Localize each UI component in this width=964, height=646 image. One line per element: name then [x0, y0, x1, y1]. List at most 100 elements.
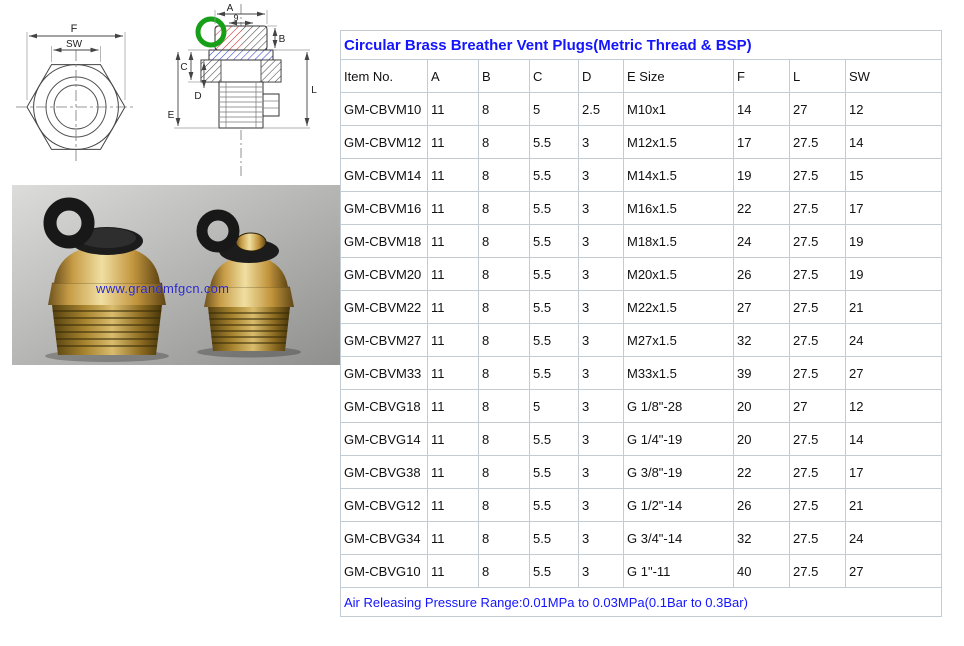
spec-cell: 27.5 [789, 521, 846, 555]
left-plug-rubber-loop [43, 197, 95, 249]
product-photo-svg [12, 185, 342, 365]
spec-cell: 11 [427, 158, 479, 192]
spec-cell: G 1"-11 [623, 554, 734, 588]
technical-drawing-svg: F SW [16, 3, 317, 178]
dim-label-b: B [279, 34, 286, 45]
column-header: F [733, 59, 790, 93]
spec-cell: 3 [578, 389, 624, 423]
spec-cell: 40 [733, 554, 790, 588]
spec-cell: 8 [478, 290, 530, 324]
spec-cell: 8 [478, 488, 530, 522]
spec-cell: 5.5 [529, 125, 579, 159]
spec-cell: M27x1.5 [623, 323, 734, 357]
column-header: L [789, 59, 846, 93]
spec-cell: M10x1 [623, 92, 734, 126]
spec-cell: 3 [578, 455, 624, 489]
item-no-cell: GM-CBVM20 [340, 257, 428, 291]
dim-label-sw: SW [66, 39, 83, 50]
spec-cell: 3 [578, 554, 624, 588]
spec-cell: 8 [478, 389, 530, 423]
spec-cell: 8 [478, 92, 530, 126]
spec-cell: 27.5 [789, 125, 846, 159]
spec-cell: 5.5 [529, 191, 579, 225]
spec-cell: 8 [478, 125, 530, 159]
right-plug-rubber-loop [196, 209, 240, 253]
spec-cell: 27 [844, 356, 943, 390]
spec-cell: 3 [578, 521, 624, 555]
spec-cell: 27.5 [789, 290, 846, 324]
product-photo: www.grandmfgcn.com [12, 185, 342, 365]
spec-cell: 5.5 [529, 455, 579, 489]
spec-cell: 27 [789, 389, 846, 423]
spec-cell: 27.5 [789, 257, 846, 291]
column-header: Item No. [340, 59, 428, 93]
spec-cell: 3 [578, 323, 624, 357]
spec-cell: 19 [844, 257, 943, 291]
item-no-cell: GM-CBVM16 [340, 191, 428, 225]
spec-cell: 11 [427, 125, 479, 159]
item-no-cell: GM-CBVM14 [340, 158, 428, 192]
spec-cell: 27.5 [789, 422, 846, 456]
spec-cell: M16x1.5 [623, 191, 734, 225]
spec-cell: M12x1.5 [623, 125, 734, 159]
spec-cell: 27 [789, 92, 846, 126]
spec-cell: 8 [478, 455, 530, 489]
spec-cell: 27.5 [789, 455, 846, 489]
spec-cell: 5.5 [529, 290, 579, 324]
left-plug-photo [43, 197, 169, 362]
spec-cell: 3 [578, 488, 624, 522]
spec-cell: 3 [578, 158, 624, 192]
spec-cell: 27.5 [789, 323, 846, 357]
spec-cell: 17 [844, 191, 943, 225]
spec-cell: 14 [733, 92, 790, 126]
spec-cell: 2.5 [578, 92, 624, 126]
spec-cell: 3 [578, 224, 624, 258]
spec-cell: 5.5 [529, 554, 579, 588]
table-footer-note: Air Releasing Pressure Range:0.01MPa to … [339, 587, 943, 617]
spec-cell: 5.5 [529, 158, 579, 192]
spec-cell: M22x1.5 [623, 290, 734, 324]
spec-cell: 3 [578, 290, 624, 324]
spec-cell: G 3/4"-14 [623, 521, 734, 555]
spec-cell: 11 [427, 356, 479, 390]
spec-cell: 8 [478, 191, 530, 225]
dim-label-f: F [71, 23, 78, 35]
spec-cell: 8 [478, 323, 530, 357]
spec-cell: 22 [733, 191, 790, 225]
spec-cell: 11 [427, 554, 479, 588]
column-header: SW [844, 59, 943, 93]
technical-drawing: F SW [8, 2, 342, 182]
spec-cell: 19 [844, 224, 943, 258]
spec-cell: 5 [529, 389, 579, 423]
spec-cell: 11 [427, 488, 479, 522]
spec-cell: 24 [733, 224, 790, 258]
item-no-cell: GM-CBVM12 [340, 125, 428, 159]
spec-cell: 12 [844, 92, 943, 126]
item-no-cell: GM-CBVM33 [340, 356, 428, 390]
column-header: E Size [623, 59, 734, 93]
spec-cell: 3 [578, 191, 624, 225]
spec-table: Circular Brass Breather Vent Plugs(Metri… [339, 30, 943, 617]
dim-label-9: 9 [233, 13, 238, 23]
item-no-cell: GM-CBVM18 [340, 224, 428, 258]
table-title-row: Circular Brass Breather Vent Plugs(Metri… [339, 30, 943, 60]
spec-cell: 5.5 [529, 488, 579, 522]
spec-cell: 3 [578, 422, 624, 456]
item-no-cell: GM-CBVM22 [340, 290, 428, 324]
spec-cell: M18x1.5 [623, 224, 734, 258]
spec-cell: 5.5 [529, 356, 579, 390]
spec-cell: G 1/8"-28 [623, 389, 734, 423]
spec-cell: 11 [427, 191, 479, 225]
spec-cell: 11 [427, 224, 479, 258]
spec-cell: 22 [733, 455, 790, 489]
spec-cell: 14 [844, 125, 943, 159]
spec-cell: 27.5 [789, 488, 846, 522]
spec-cell: 27.5 [789, 158, 846, 192]
